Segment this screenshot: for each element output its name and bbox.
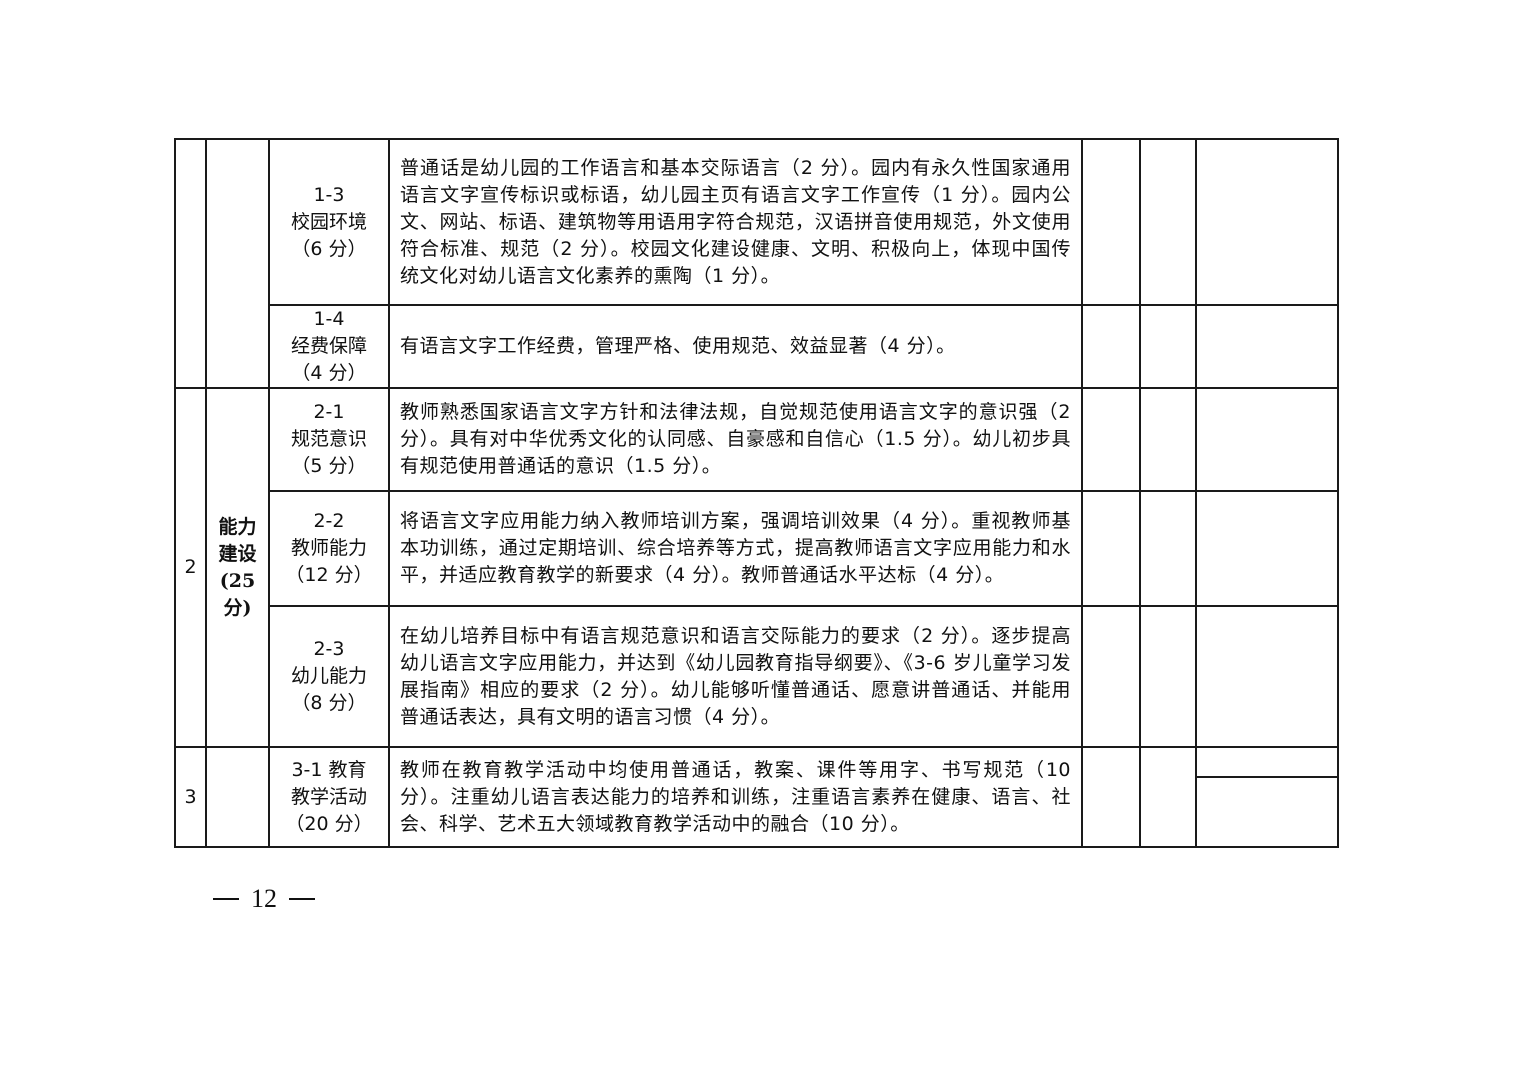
criteria-text: 教师在教育教学活动中均使用普通话，教案、课件等用字、书写规范（10 分）。注重幼… <box>400 758 1071 835</box>
dimension-cell <box>205 138 270 389</box>
remark-cell <box>1195 138 1339 306</box>
page-number: 12 <box>251 884 277 913</box>
sub-item-cell: 2-1 规范意识 （5 分） <box>268 387 390 492</box>
footer-dash <box>213 898 239 900</box>
remark-cell <box>1195 387 1339 492</box>
page-footer: 12 <box>213 884 315 914</box>
sub-item-code: 1-4 <box>313 308 345 330</box>
sub-item-code: 2-2 <box>313 510 345 532</box>
table-row: 2 能力 建设 (25 分) 2-1 规范意识 （5 分） 教师熟悉国家语言文字… <box>174 387 1339 748</box>
score-cell <box>1081 138 1141 306</box>
score-cell <box>1139 387 1197 492</box>
sub-item-code: 3-1 教育 <box>291 758 367 781</box>
dimension-line: (25 <box>219 569 256 592</box>
criteria-cell: 将语言文字应用能力纳入教师培训方案，强调培训效果（4 分）。重视教师基本功训练，… <box>388 490 1083 607</box>
sub-item-cell: 3-1 教育 教学活动 （20 分） <box>268 746 390 848</box>
sub-item-cell: 1-4 经费保障 （4 分） <box>268 304 390 389</box>
footer-dash <box>289 898 315 900</box>
criteria-text: 教师熟悉国家语言文字方针和法律法规，自觉规范使用语言文字的意识强（2 分）。具有… <box>400 401 1071 477</box>
criteria-cell: 在幼儿培养目标中有语言规范意识和语言交际能力的要求（2 分）。逐步提高幼儿语言文… <box>388 605 1083 748</box>
sub-item-cell: 1-3 校园环境 （6 分） <box>268 138 390 306</box>
evaluation-table: 1-3 校园环境 （6 分） 普通话是幼儿园的工作语言和基本交际语言（2 分）。… <box>174 138 1339 848</box>
sub-item-score: （6 分） <box>291 237 367 260</box>
remark-cell <box>1195 490 1339 607</box>
score-cell <box>1139 138 1197 306</box>
score-cell <box>1139 746 1197 848</box>
criteria-cell: 普通话是幼儿园的工作语言和基本交际语言（2 分）。园内有永久性国家通用语言文字宣… <box>388 138 1083 306</box>
dimension-line: 分) <box>223 596 252 619</box>
sub-item-name: 经费保障 <box>290 335 367 357</box>
item-number-cell <box>174 138 207 389</box>
sub-item-code: 1-3 <box>313 183 345 206</box>
table-row: 2-2 教师能力 （12 分） 将语言文字应用能力纳入教师培训方案，强调培训效果… <box>175 490 1339 607</box>
score-cell <box>1081 605 1141 748</box>
remark-cell <box>1195 605 1339 748</box>
score-cell <box>1081 746 1141 848</box>
sub-item-name: 规范意识 <box>290 428 367 450</box>
score-cell <box>1139 605 1197 748</box>
dimension-line: 建设 <box>218 542 257 565</box>
sub-item-score: （8 分） <box>291 692 367 714</box>
criteria-cell: 有语言文字工作经费，管理严格、使用规范、效益显著（4 分）。 <box>388 304 1083 389</box>
criteria-text: 在幼儿培养目标中有语言规范意识和语言交际能力的要求（2 分）。逐步提高幼儿语言文… <box>400 624 1071 728</box>
remark-cell <box>1195 746 1339 778</box>
criteria-text: 普通话是幼儿园的工作语言和基本交际语言（2 分）。园内有永久性国家通用语言文字宣… <box>400 156 1071 287</box>
sub-item-code: 2-3 <box>313 638 345 660</box>
sub-item-score: （12 分） <box>285 564 373 586</box>
score-cell <box>1081 490 1141 607</box>
score-cell <box>1081 387 1141 492</box>
table-row: 3 3-1 教育 教学活动 （20 分） 教师在教育教学活动中均使用普通话，教案… <box>174 746 1339 848</box>
dimension-cell <box>205 746 270 848</box>
criteria-text: 将语言文字应用能力纳入教师培训方案，强调培训效果（4 分）。重视教师基本功训练，… <box>400 510 1071 586</box>
sub-item-cell: 2-3 幼儿能力 （8 分） <box>268 605 390 748</box>
dimension-cell: 能力 建设 (25 分) <box>205 387 270 748</box>
criteria-cell: 教师在教育教学活动中均使用普通话，教案、课件等用字、书写规范（10 分）。注重幼… <box>388 746 1083 848</box>
sub-item-name: 教师能力 <box>290 537 367 559</box>
remark-cell <box>1195 776 1339 848</box>
remark-cell <box>1195 304 1339 389</box>
item-number-cell: 3 <box>174 746 207 848</box>
sub-item-score: （20 分） <box>285 812 373 835</box>
criteria-cell: 教师熟悉国家语言文字方针和法律法规，自觉规范使用语言文字的意识强（2 分）。具有… <box>388 387 1083 492</box>
score-cell <box>1081 304 1141 389</box>
score-cell <box>1139 304 1197 389</box>
dimension-line: 能力 <box>218 515 257 538</box>
table-row <box>175 776 1339 848</box>
table-row: 1-4 经费保障 （4 分） 有语言文字工作经费，管理严格、使用规范、效益显著（… <box>175 304 1339 389</box>
table-row: 2-3 幼儿能力 （8 分） 在幼儿培养目标中有语言规范意识和语言交际能力的要求… <box>175 605 1339 748</box>
score-cell <box>1139 490 1197 607</box>
sub-item-cell: 2-2 教师能力 （12 分） <box>268 490 390 607</box>
sub-item-score: （5 分） <box>291 455 367 477</box>
sub-item-score: （4 分） <box>291 362 367 384</box>
table-row: 1-3 校园环境 （6 分） 普通话是幼儿园的工作语言和基本交际语言（2 分）。… <box>174 138 1339 389</box>
item-number-cell: 2 <box>174 387 207 748</box>
sub-item-name: 教学活动 <box>290 785 367 808</box>
sub-item-code: 2-1 <box>313 401 345 423</box>
sub-item-name: 幼儿能力 <box>290 665 367 687</box>
criteria-text: 有语言文字工作经费，管理严格、使用规范、效益显著（4 分）。 <box>400 335 956 357</box>
sub-item-name: 校园环境 <box>290 210 367 233</box>
